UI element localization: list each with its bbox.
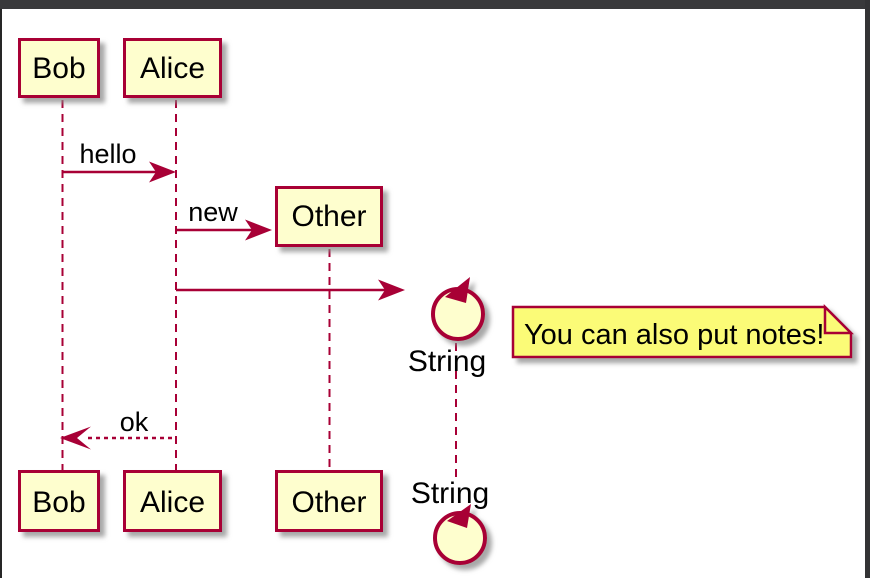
participant-label-string-bottom: String	[411, 477, 489, 510]
message-label-new: new	[188, 197, 238, 227]
participant-box-alice-bottom	[123, 470, 222, 532]
participant-label-bob-top: Bob	[32, 52, 85, 85]
participant-box-alice-top	[123, 38, 222, 98]
control-icon-string-top	[431, 277, 485, 341]
participant-label-other-bottom: Other	[291, 486, 366, 519]
participant-label-alice-bottom: Alice	[140, 486, 205, 519]
participant-box-bob-bottom	[18, 470, 100, 532]
window-title-bar	[0, 0, 870, 9]
arrowhead-create-string	[378, 279, 405, 301]
participant-box-other-top	[275, 186, 383, 247]
arrowhead-ok	[60, 426, 91, 450]
note	[511, 303, 855, 359]
participant-label-string-top: String	[408, 345, 486, 378]
message-label-ok: ok	[120, 407, 149, 437]
participant-box-other-bottom	[275, 470, 383, 532]
window-left-border	[0, 9, 2, 578]
arrowhead-new	[245, 219, 272, 241]
note-body	[511, 305, 853, 359]
note-text: You can also put notes!	[524, 319, 824, 351]
participant-label-alice-top: Alice	[140, 52, 205, 85]
note-fold-corner	[823, 303, 855, 335]
message-label-hello: hello	[79, 139, 136, 169]
window-right-border	[865, 0, 870, 578]
arrowhead-hello	[149, 161, 176, 183]
participant-label-other-top: Other	[291, 200, 366, 233]
control-icon-string-bottom	[433, 504, 487, 565]
participant-box-bob-top	[18, 38, 100, 98]
participant-label-bob-bottom: Bob	[32, 486, 85, 519]
